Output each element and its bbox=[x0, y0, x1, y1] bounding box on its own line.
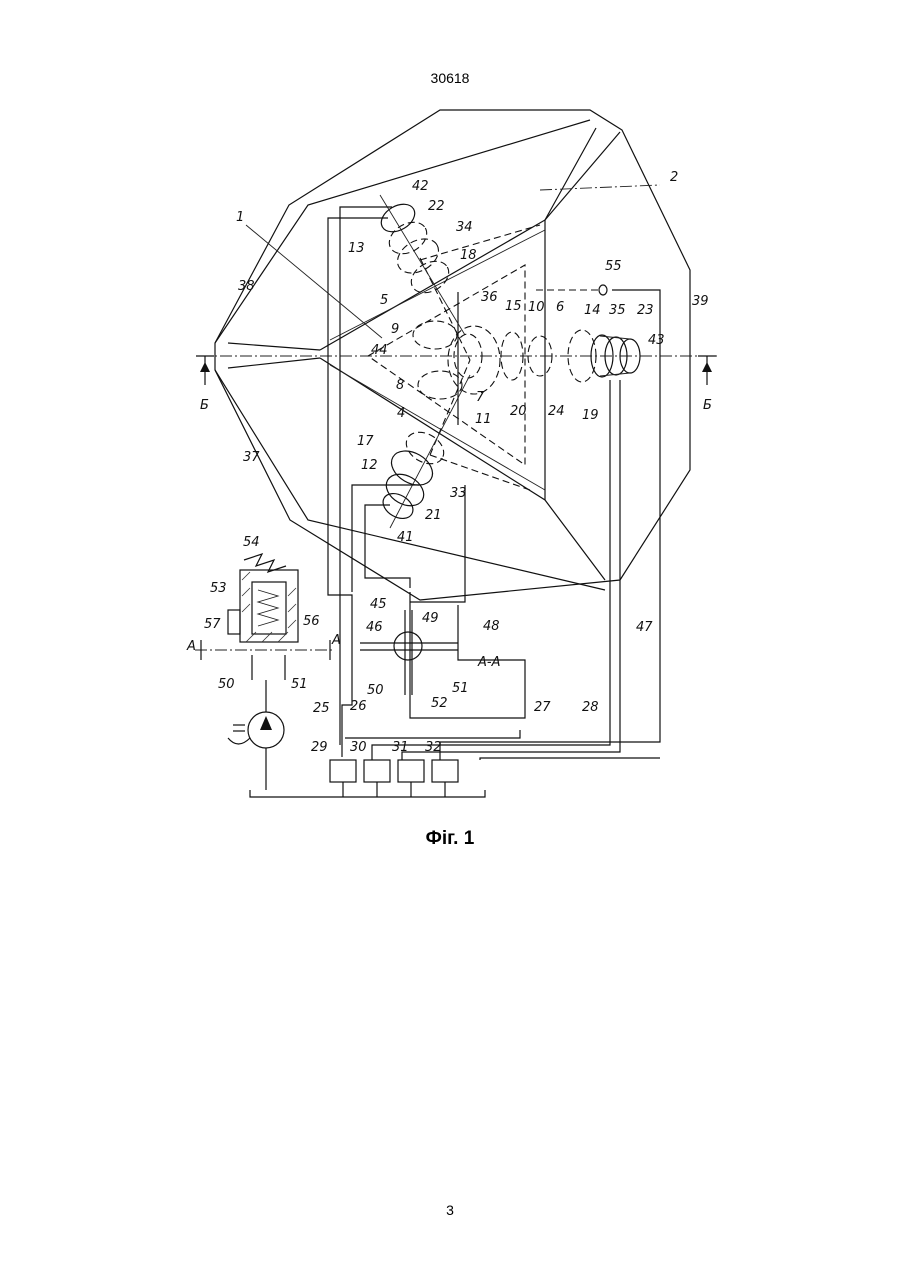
housing-outline bbox=[215, 110, 690, 600]
label-33: 33 bbox=[450, 486, 467, 501]
label-29: 29 bbox=[311, 740, 328, 755]
arrow-icon bbox=[200, 362, 210, 372]
label-34: 34 bbox=[456, 220, 473, 235]
label-45: 45 bbox=[370, 597, 387, 612]
reference-labels: 1 2 4 5 6 7 8 9 10 11 12 13 14 15 17 18 … bbox=[186, 170, 712, 755]
label-23: 23 bbox=[637, 303, 654, 318]
label-47: 47 bbox=[636, 620, 653, 635]
label-26: 26 bbox=[350, 699, 367, 714]
cylinder-stack-top bbox=[376, 195, 465, 335]
label-14: 14 bbox=[584, 303, 601, 318]
label-36: 36 bbox=[481, 290, 498, 305]
cylinder-stack-right bbox=[501, 285, 640, 382]
label-4: 4 bbox=[397, 406, 405, 421]
label-27: 27 bbox=[534, 700, 551, 715]
label-52: 52 bbox=[431, 696, 448, 711]
label-12: 12 bbox=[361, 458, 378, 473]
section-a-right-label: A bbox=[331, 633, 341, 648]
label-49: 49 bbox=[422, 611, 439, 626]
label-51-valve: 51 bbox=[291, 677, 308, 692]
label-9: 9 bbox=[391, 322, 399, 337]
label-18: 18 bbox=[460, 248, 477, 263]
label-48: 48 bbox=[483, 619, 500, 634]
label-21: 21 bbox=[425, 508, 442, 523]
label-11: 11 bbox=[475, 412, 492, 427]
section-b-left-label: Б bbox=[200, 398, 209, 413]
label-22: 22 bbox=[428, 199, 445, 214]
section-aa-label: A-A bbox=[477, 655, 500, 670]
label-31: 31 bbox=[392, 740, 409, 755]
label-43: 43 bbox=[648, 333, 665, 348]
label-8: 8 bbox=[396, 378, 404, 393]
label-32: 32 bbox=[425, 740, 442, 755]
label-17: 17 bbox=[357, 434, 374, 449]
label-51-section: 51 bbox=[452, 681, 469, 696]
label-41: 41 bbox=[397, 530, 414, 545]
label-37: 37 bbox=[243, 450, 260, 465]
label-55: 55 bbox=[605, 259, 622, 274]
label-35: 35 bbox=[609, 303, 626, 318]
label-39: 39 bbox=[692, 294, 709, 309]
label-44: 44 bbox=[371, 343, 388, 358]
label-28: 28 bbox=[582, 700, 599, 715]
label-46: 46 bbox=[366, 620, 383, 635]
label-6: 6 bbox=[556, 300, 564, 315]
pump bbox=[228, 680, 284, 790]
patent-figure-drawing: 1 2 4 5 6 7 8 9 10 11 12 13 14 15 17 18 … bbox=[0, 0, 900, 900]
label-50-section: 50 bbox=[367, 683, 384, 698]
section-b-right-label: Б bbox=[703, 398, 712, 413]
label-38: 38 bbox=[238, 279, 255, 294]
label-13: 13 bbox=[348, 241, 365, 256]
label-50-valve: 50 bbox=[218, 677, 235, 692]
label-54: 54 bbox=[243, 535, 260, 550]
label-42: 42 bbox=[412, 179, 429, 194]
label-19: 19 bbox=[582, 408, 599, 423]
label-10: 10 bbox=[528, 300, 545, 315]
figure-caption: Фіг. 1 bbox=[0, 828, 900, 850]
arrow-icon bbox=[702, 362, 712, 372]
label-7: 7 bbox=[476, 390, 485, 405]
central-gear bbox=[413, 321, 500, 399]
section-a-left-label: A bbox=[186, 639, 196, 654]
label-5: 5 bbox=[380, 293, 388, 308]
label-15: 15 bbox=[505, 299, 522, 314]
label-20: 20 bbox=[510, 404, 527, 419]
label-30: 30 bbox=[350, 740, 367, 755]
label-24: 24 bbox=[548, 404, 565, 419]
control-units bbox=[250, 760, 485, 797]
label-2: 2 bbox=[670, 170, 678, 185]
label-56: 56 bbox=[303, 614, 320, 629]
page-number: 3 bbox=[0, 1202, 900, 1218]
cylinder-stack-bottom bbox=[379, 375, 470, 528]
pump-arrow-icon bbox=[260, 716, 272, 730]
label-57: 57 bbox=[204, 617, 221, 632]
label-25: 25 bbox=[313, 701, 330, 716]
label-53: 53 bbox=[210, 581, 227, 596]
label-1: 1 bbox=[236, 210, 244, 225]
